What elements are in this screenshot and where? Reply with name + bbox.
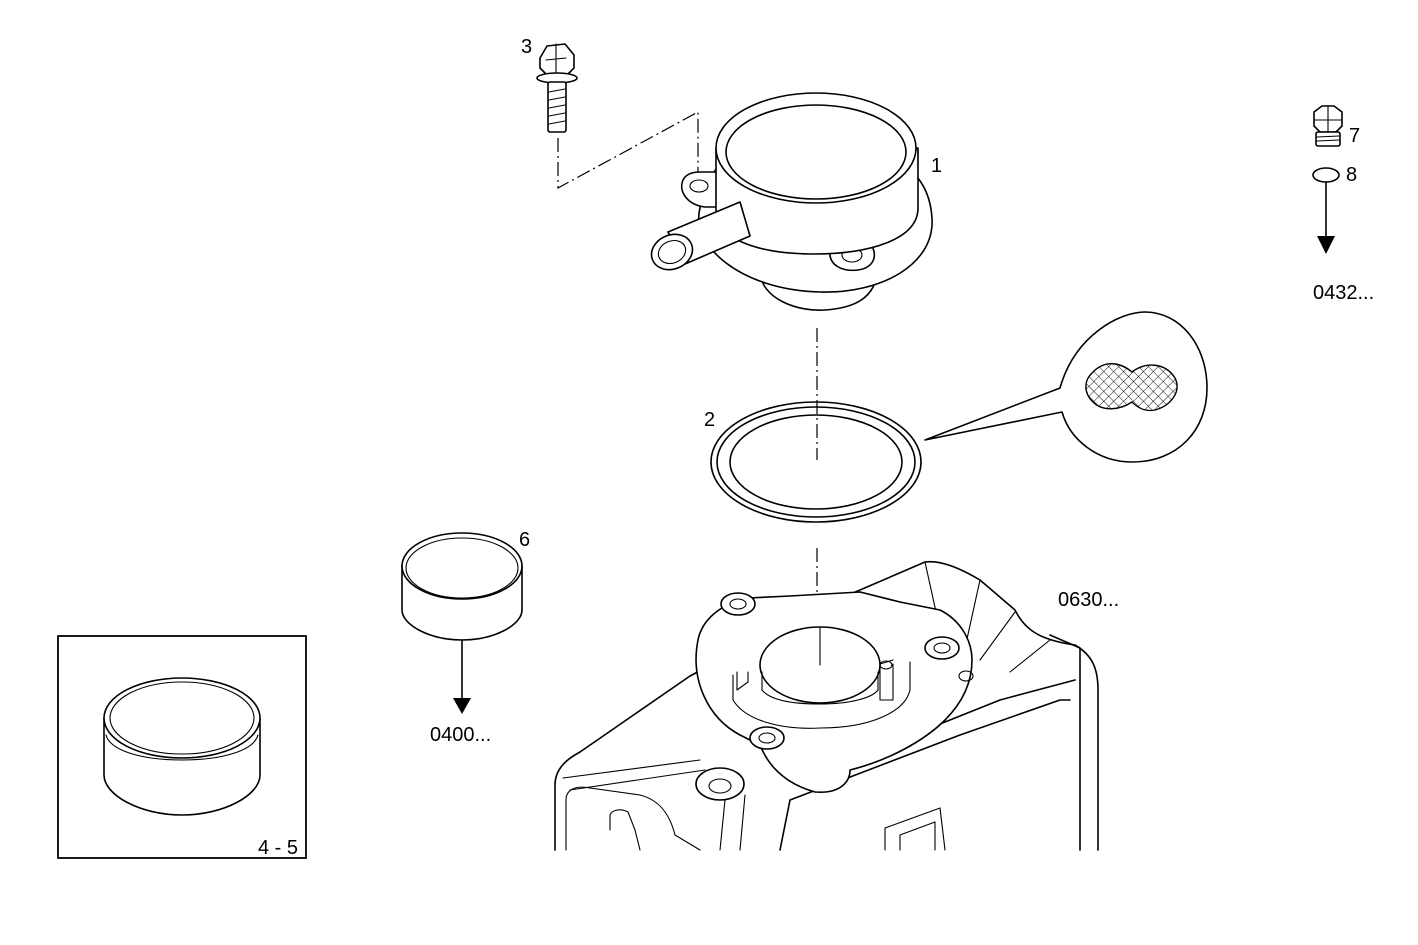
callout-3: 3 (521, 36, 532, 58)
inset-label: 4 - 5 (258, 837, 298, 859)
callout-2: 2 (704, 409, 715, 431)
bolt-part (536, 43, 578, 133)
arrow-to-0432 (1317, 181, 1335, 254)
callout-8: 8 (1346, 164, 1357, 186)
o-ring-part (1312, 167, 1340, 183)
bolt-axis-line (557, 110, 699, 190)
reference-0400: 0400... (430, 724, 491, 746)
gasket-section-detail (924, 311, 1208, 463)
reference-0432: 0432... (1313, 282, 1374, 304)
callout-6: 6 (519, 529, 530, 551)
gasket-part (710, 401, 922, 523)
inset-detail-box (57, 635, 307, 859)
callout-7: 7 (1349, 125, 1360, 147)
plug-part (401, 532, 523, 641)
cover-housing-part (650, 92, 933, 311)
callout-1: 1 (931, 155, 942, 177)
housing-base-part (554, 560, 1099, 851)
drain-plug-part (1313, 105, 1343, 147)
reference-0630: 0630... (1058, 589, 1119, 611)
arrow-to-0400 (453, 639, 471, 714)
